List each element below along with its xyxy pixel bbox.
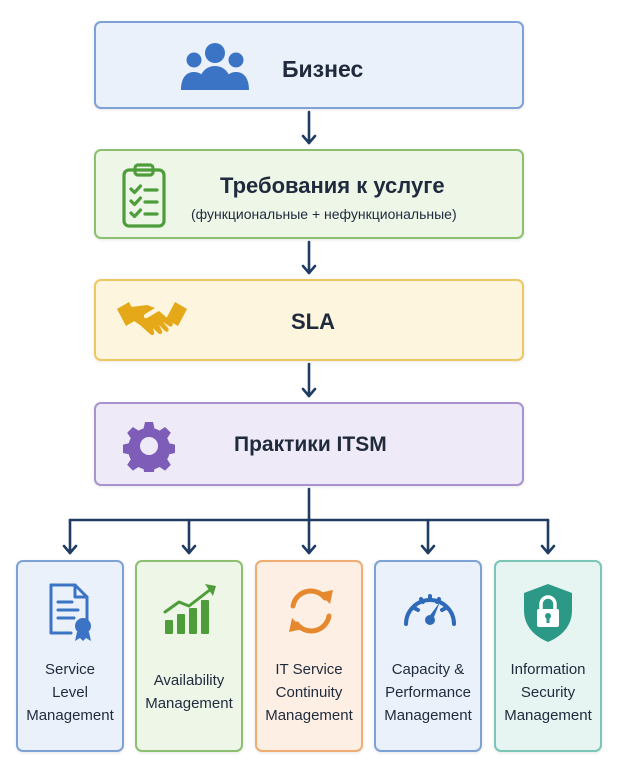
arrow-to-practice-3-head [420, 544, 436, 555]
business-box: Бизнес [94, 21, 524, 109]
clipboard-checklist-icon [122, 163, 166, 228]
handshake-icon [117, 302, 187, 336]
arrow-sla-itsm-head [301, 387, 317, 398]
cycle-arrows-icon [289, 588, 333, 634]
practice-label: Service Level Management [26, 660, 114, 724]
arrow-to-practice-2-head [301, 544, 317, 555]
arrow-to-practice-4-head [540, 544, 556, 555]
certificate-icon [49, 583, 91, 641]
requirements-subtitle: (функциональные + нефункциональные) [191, 206, 457, 222]
practice-label: Information Security Management [504, 660, 592, 724]
arrow-business-requirements-head [301, 134, 317, 145]
practice-card-continuity: IT Service Continuity Management [255, 560, 363, 752]
itsm-box: Практики ITSM [94, 402, 524, 486]
practice-label: Availability Management [145, 672, 233, 712]
practice-label: Capacity & Performance Management [384, 660, 472, 724]
shield-lock-icon [524, 584, 572, 642]
requirements-box: Требования к услуге (функциональные + не… [94, 149, 524, 239]
requirements-title: Требования к услуге [220, 173, 445, 198]
practice-label: IT Service Continuity Management [265, 660, 353, 724]
gear-icon [123, 422, 175, 472]
practice-card-security: Information Security Management [494, 560, 602, 752]
growth-chart-icon [163, 584, 216, 634]
arrow-to-practice-1-head [181, 544, 197, 555]
practice-card-capacity: Capacity & Performance Management [374, 560, 482, 752]
people-icon [181, 43, 249, 90]
sla-title: SLA [291, 309, 335, 334]
speedometer-icon [404, 594, 456, 626]
business-title: Бизнес [282, 56, 364, 82]
practice-card-availability: Availability Management [135, 560, 243, 752]
arrow-requirements-sla-head [301, 264, 317, 275]
itsm-title: Практики ITSM [234, 433, 387, 456]
sla-box: SLA [94, 279, 524, 361]
practice-card-service-level: Service Level Management [16, 560, 124, 752]
arrow-to-practice-0-head [62, 544, 78, 555]
